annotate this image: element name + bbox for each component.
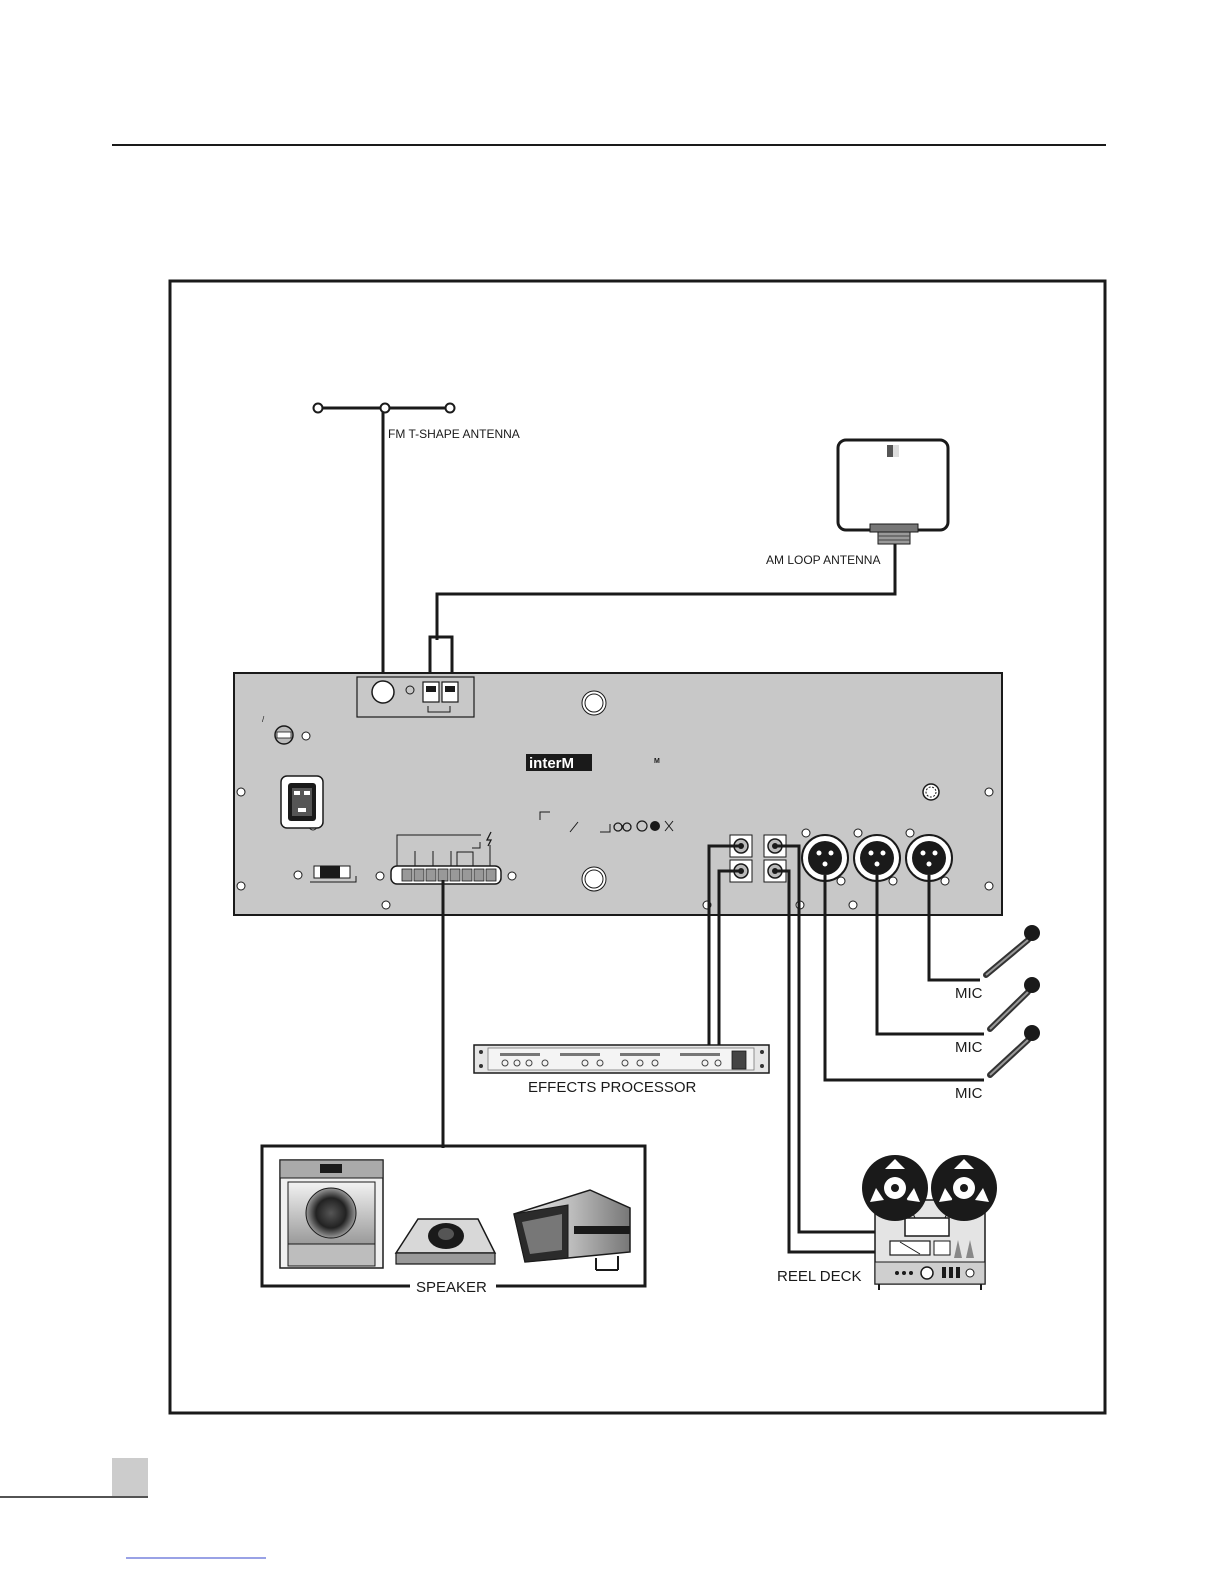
effects-processor-icon [474,1045,769,1073]
brand-logo-text: interM [529,755,574,772]
effects-processor-label: EFFECTS PROCESSOR [528,1079,697,1096]
projector-horn-speaker-icon [514,1190,630,1270]
fm-t-shape-antenna-icon [314,404,455,691]
mic-label: MIC [955,1085,983,1102]
mic-label: MIC [955,1039,983,1056]
horn-cabinet-speaker-icon [280,1160,383,1268]
mic-label: MIC [955,985,983,1002]
microphone-icon [986,925,1040,975]
am-antenna-label: AM LOOP ANTENNA [766,553,880,567]
reel-deck-label: REEL DECK [777,1268,861,1285]
xlr-mic-jacks [802,835,952,881]
fm-antenna-jack [372,681,394,703]
rear-panel: / [234,673,1002,915]
floor-monitor-speaker-icon [396,1219,495,1264]
level-knob-icon [923,784,939,800]
microphone-icon [990,977,1040,1029]
speaker-label: SPEAKER [416,1279,487,1296]
fm-antenna-label: FM T-SHAPE ANTENNA [388,427,520,441]
am-loop-antenna-icon [838,440,948,544]
reel-deck-icon [862,1155,997,1290]
page-number-box [112,1458,148,1496]
model-mark: M [654,758,660,765]
microphone-icon [990,1025,1040,1075]
